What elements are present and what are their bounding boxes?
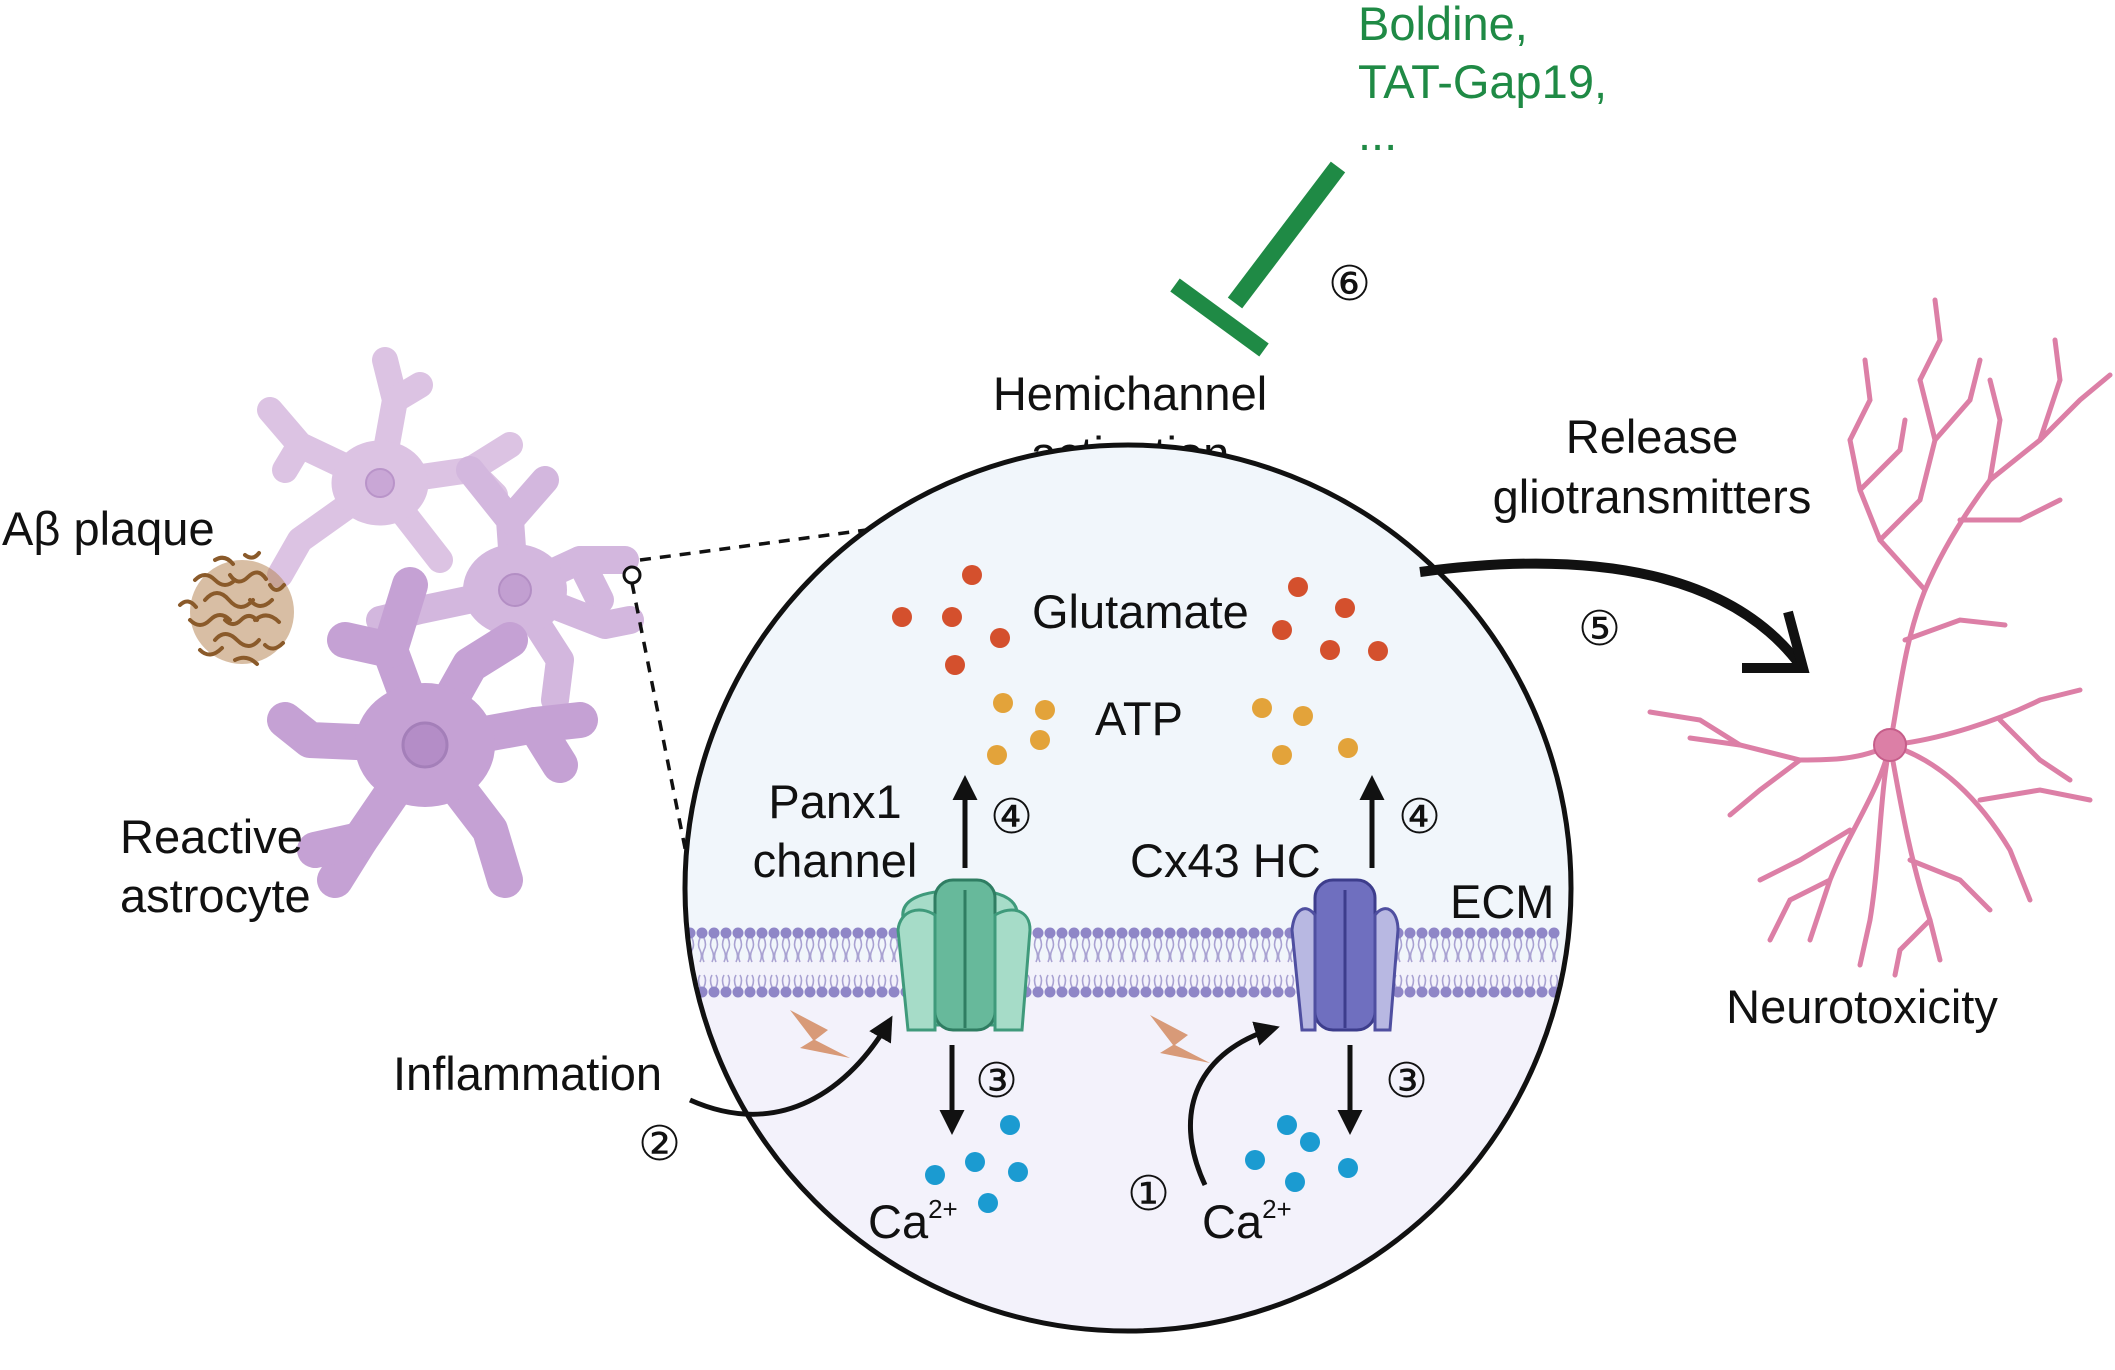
drug-label-tat-gap19: TAT-Gap19,: [1358, 55, 1607, 108]
neurotoxicity-label: Neurotoxicity: [1726, 980, 1998, 1033]
ecm-label: ECM: [1450, 875, 1554, 928]
atp-molecules-right: [1252, 698, 1358, 765]
amyloid-plaque: [178, 551, 294, 666]
glutamate-molecules-right: [1272, 577, 1388, 661]
zoom-circle: [682, 442, 1574, 1334]
abeta-plaque-label: Aβ plaque: [2, 502, 215, 555]
panx1-channel-line2: channel: [753, 834, 918, 887]
calcium-label-left: Ca2+: [868, 1194, 958, 1248]
glutamate-molecules-left: [892, 565, 1010, 675]
release-gliotransmitters-line2: gliotransmitters: [1493, 470, 1812, 523]
calcium-activation-curved-arrow: [1188, 1021, 1280, 1187]
neuron-soma: [1873, 728, 1907, 762]
reactive-astrocyte-line2: astrocyte: [120, 869, 311, 922]
neuron-cell: [1647, 297, 2113, 978]
hemichannel-activation-line1: Hemichannel: [993, 367, 1267, 420]
step-2-marker: ②: [638, 1118, 681, 1171]
lightning-bolt-icon-left: [790, 1010, 850, 1058]
inflammation-curved-arrow: [688, 1015, 893, 1117]
release-arrow-head: [1742, 610, 1810, 673]
inflammation-label: Inflammation: [393, 1047, 662, 1100]
glutamate-label: Glutamate: [1032, 585, 1249, 638]
drug-label-more: ...: [1358, 107, 1397, 160]
release-arrow: [1419, 558, 1804, 669]
calcium-ions-left: [925, 1115, 1028, 1213]
release-gliotransmitters-line1: Release: [1566, 410, 1738, 463]
zoom-origin-marker: [622, 565, 642, 585]
panx1-channel-line1: Panx1: [768, 775, 901, 828]
calcium-label-right: Ca2+: [1202, 1194, 1292, 1248]
calcium-ions-right: [1245, 1115, 1358, 1192]
panx1-channel: [896, 878, 1032, 1032]
t-bar-inhibition-icon: [1170, 161, 1346, 357]
step-4-marker-left: ④: [990, 791, 1033, 844]
step-3-marker-left: ③: [975, 1055, 1018, 1108]
step-6-marker: ⑥: [1328, 258, 1371, 311]
cx43-hemichannel: [1290, 878, 1400, 1032]
step-5-marker: ⑤: [1578, 603, 1621, 656]
astrocyte-cell-front: [267, 567, 598, 898]
reactive-astrocyte-line1: Reactive: [120, 810, 303, 863]
step-1-marker: ①: [1127, 1168, 1170, 1221]
step-4-marker-right: ④: [1398, 791, 1441, 844]
atp-label: ATP: [1095, 692, 1183, 745]
step-3-marker-right: ③: [1385, 1055, 1428, 1108]
atp-molecules-left: [987, 693, 1055, 765]
drug-label-boldine: Boldine,: [1358, 0, 1528, 50]
lightning-bolt-icon-right: [1150, 1015, 1210, 1063]
cx43-hc-label: Cx43 HC: [1130, 834, 1321, 887]
